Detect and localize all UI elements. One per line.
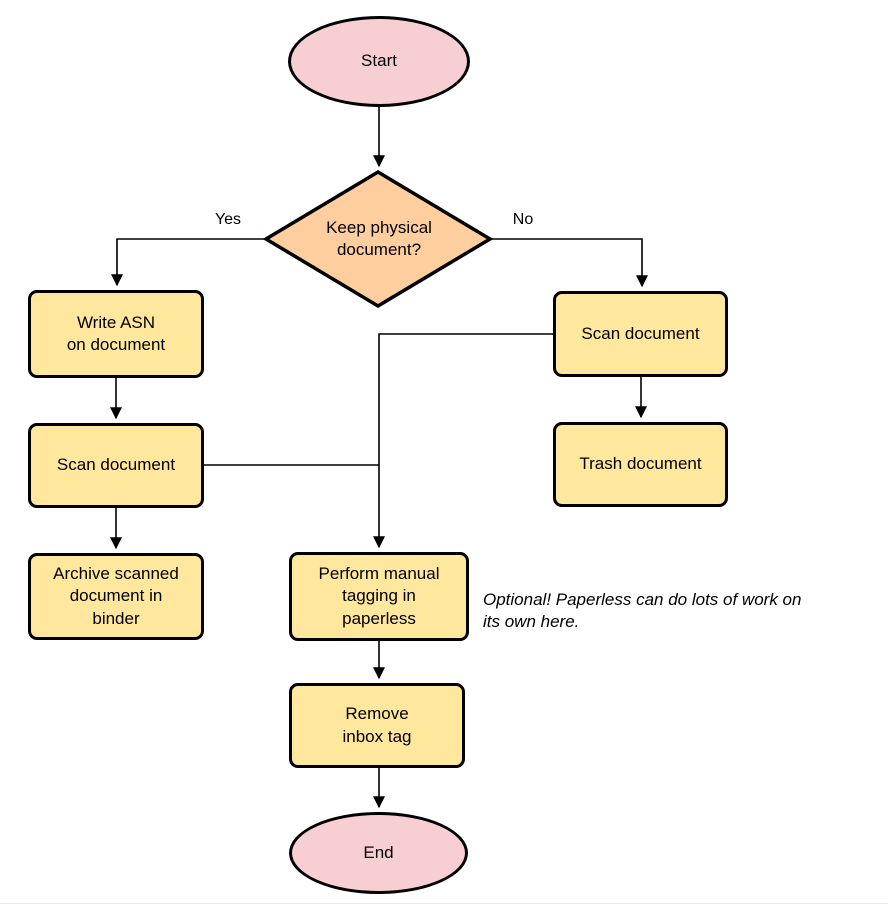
node-write-asn-label: Write ASN on document <box>66 312 166 354</box>
node-end-label: End <box>363 842 394 862</box>
edge-decision-write-asn <box>111 238 266 287</box>
node-decision: Keep physical document? <box>296 206 462 272</box>
node-end: End <box>289 812 468 894</box>
node-start-label: Start <box>361 51 397 71</box>
edge-decision-scan-right <box>490 238 648 288</box>
node-perform-tagging: Perform manual tagging in paperless <box>289 552 469 641</box>
node-start: Start <box>288 16 470 107</box>
node-scan-document-right-label: Scan document <box>581 323 700 343</box>
optional-note: Optional! Paperless can do lots of work … <box>483 590 802 632</box>
node-scan-document-left: Scan document <box>28 423 204 508</box>
node-scan-document-left-label: Scan document <box>56 455 176 475</box>
node-decision-label: Keep physical document? <box>326 217 432 259</box>
node-remove-inbox-tag: Remove inbox tag <box>289 683 465 768</box>
node-perform-tagging-label: Perform manual tagging in paperless <box>318 564 440 628</box>
page-bottom-divider <box>0 903 888 904</box>
node-scan-document-right: Scan document <box>553 291 728 377</box>
node-trash-document: Trash document <box>553 422 728 507</box>
node-archive-binder: Archive scanned document in binder <box>28 553 204 640</box>
node-trash-document-label: Trash document <box>579 454 702 474</box>
edge-label-no: No <box>498 211 548 229</box>
edge-label-yes: Yes <box>203 211 253 229</box>
node-remove-inbox-tag-label: Remove inbox tag <box>342 704 412 746</box>
decision-diamond-shape <box>262 169 494 309</box>
node-archive-binder-label: Archive scanned document in binder <box>53 564 179 628</box>
edge-scan-right-perform <box>373 333 553 549</box>
node-write-asn: Write ASN on document <box>28 290 204 378</box>
